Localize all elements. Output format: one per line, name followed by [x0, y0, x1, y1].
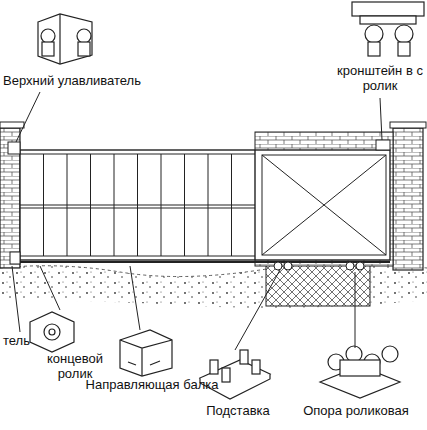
part-label: тель: [3, 334, 43, 349]
leader-lines: [12, 92, 382, 350]
roller-bracket-icon: [352, 2, 424, 56]
gate-leaf: [8, 140, 390, 270]
part-label: Верхний улавливатель: [3, 74, 173, 89]
top-catcher-icon: [38, 14, 92, 64]
roller-support-icon: [320, 346, 400, 398]
part-label: Направляющая балка: [72, 378, 232, 393]
end-roller-icon: [30, 312, 74, 352]
part-label: Опора роликовая: [290, 404, 422, 419]
foundation: [266, 262, 370, 306]
pillars: [0, 122, 426, 270]
part-label: кронштейн в с ролик: [336, 64, 424, 94]
guide-beam-icon: [120, 330, 172, 376]
part-label: Подставка: [198, 404, 278, 419]
